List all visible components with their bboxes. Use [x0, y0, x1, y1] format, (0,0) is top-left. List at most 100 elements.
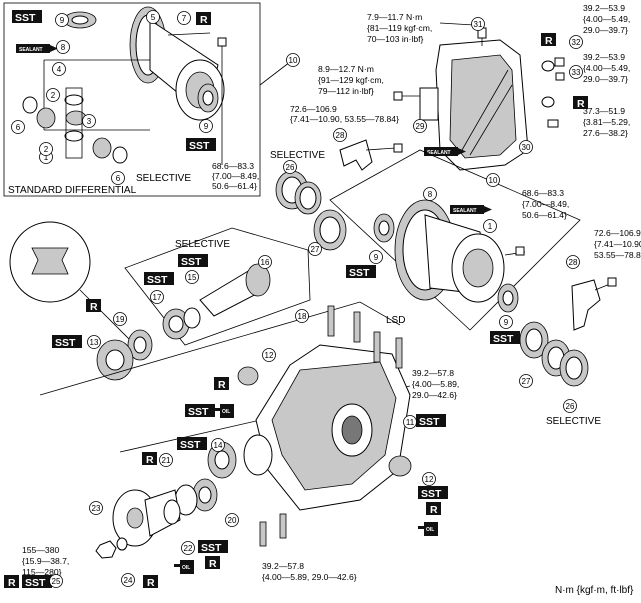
torque-29: 8.9—12.7 N·m {91—129 kgf·cm, 79—112 in·l… — [318, 64, 384, 96]
seal-sst-badge-top: SST — [185, 404, 215, 418]
svg-text:72.6—106.9: 72.6—106.9 — [290, 104, 337, 114]
callout-number: 8 — [61, 43, 66, 52]
sealant-tube-std: SEALANT — [16, 44, 58, 53]
svg-text:{91—129 kgf·cm,: {91—129 kgf·cm, — [318, 75, 384, 85]
svg-text:37.3—51.9: 37.3—51.9 — [583, 106, 625, 116]
callout-number: 21 — [162, 456, 171, 465]
svg-text:39.2—57.8: 39.2—57.8 — [412, 368, 454, 378]
torque-32: 39.2—53.9 {4.00—5.49, 29.0—39.7} — [583, 3, 630, 35]
callout-number: 26 — [566, 402, 575, 411]
svg-text:29.0—39.7}: 29.0—39.7} — [583, 25, 628, 35]
callout-number: 5 — [151, 13, 156, 22]
callout-1: 1 — [483, 219, 497, 233]
svg-text:OIL: OIL — [182, 565, 190, 571]
callout-number: 26 — [286, 163, 295, 172]
svg-text:SST: SST — [188, 406, 209, 418]
callout-33: 33 — [569, 65, 583, 79]
callout-12: 12 — [422, 472, 436, 486]
oil-seal-12-right — [388, 455, 412, 477]
bearing-cap-28b — [571, 277, 617, 331]
callout-number: 33 — [572, 68, 581, 77]
svg-text:115—280}: 115—280} — [22, 567, 62, 577]
callout-number: 19 — [116, 315, 125, 324]
svg-text:27.6—38.2}: 27.6—38.2} — [583, 128, 628, 138]
bearing-cap-28a — [339, 139, 403, 171]
svg-text:68.6—83.3: 68.6—83.3 — [212, 161, 254, 171]
svg-text:SST: SST — [201, 542, 222, 554]
mount-bracket-29 — [393, 87, 439, 121]
lsd-bolt-1 — [504, 246, 526, 256]
callout-number: 27 — [311, 245, 320, 254]
callout-number: 1 — [488, 222, 493, 231]
callout-22: 22 — [181, 541, 195, 555]
shim-26-right — [541, 339, 589, 387]
callout-number: 16 — [261, 258, 270, 267]
callout-number: 13 — [90, 338, 99, 347]
std-r-badge-top: R — [196, 12, 211, 26]
differential-carrier-11 — [243, 344, 411, 511]
cover-r-badge-2: R — [573, 96, 588, 110]
callout-9: 9 — [55, 13, 69, 27]
callout-number: 7 — [182, 14, 187, 23]
standard-differential-heading: STANDARD DIFFERENTIAL — [8, 185, 137, 196]
svg-text:70—103 in·lbf}: 70—103 in·lbf} — [367, 34, 424, 44]
left-r-badge: R — [86, 299, 101, 313]
drive-pinion-16 — [199, 263, 271, 317]
r-badge-25: R — [4, 575, 19, 589]
callout-number: 9 — [504, 318, 509, 327]
callout-number: 20 — [228, 516, 237, 525]
callout-number: 6 — [116, 174, 121, 183]
bearing-9-right — [197, 83, 219, 113]
callout-28: 28 — [566, 255, 580, 269]
std-internal-parts — [22, 59, 150, 164]
svg-text:SEALANT: SEALANT — [453, 208, 477, 214]
svg-text:SST: SST — [15, 12, 36, 24]
callout-28: 28 — [333, 128, 347, 142]
callout-number: 12 — [425, 475, 434, 484]
callout-13: 13 — [87, 335, 101, 349]
svg-text:SST: SST — [419, 416, 440, 428]
callout-number: 15 — [188, 273, 197, 282]
callout-9: 9 — [369, 250, 383, 264]
std-selective-label: SELECTIVE — [136, 173, 191, 184]
svg-text:{81—119 kgf·cm,: {81—119 kgf·cm, — [367, 23, 432, 33]
lsd-sst-badge-right: SST — [490, 331, 520, 345]
sealant-tube-cover: SEALANT — [424, 147, 466, 156]
callout-6: 6 — [11, 120, 25, 134]
callout-23: 23 — [89, 501, 103, 515]
shim-26-top — [275, 170, 322, 215]
callout-number: 14 — [214, 441, 223, 450]
torque-28b: 72.6—106.9 {7.41—10.90, 53.55—78.84} — [594, 228, 641, 260]
callout-11: 11 — [403, 415, 417, 429]
callout-26: 26 — [563, 399, 577, 413]
cover-r-badge-1: R — [541, 33, 556, 47]
svg-text:{4.00—5.89, 29.0—42.6}: {4.00—5.89, 29.0—42.6} — [262, 572, 357, 582]
washer-24 — [116, 537, 128, 551]
callout-32: 32 — [569, 35, 583, 49]
svg-text:39.2—57.8: 39.2—57.8 — [262, 561, 304, 571]
selective-label-top: SELECTIVE — [270, 150, 325, 161]
callout-30: 30 — [519, 140, 533, 154]
callout-27: 27 — [308, 242, 322, 256]
seal-19 — [127, 329, 153, 361]
std-sst-badge-top: SST — [12, 10, 42, 24]
torque-11: 39.2—57.8 {4.00—5.89, 29.0—42.6} — [412, 368, 459, 400]
oil-seal-12-top — [237, 366, 259, 386]
callout-number: 10 — [489, 176, 498, 185]
callout-2: 2 — [46, 88, 60, 102]
svg-text:{15.9—38.7,: {15.9—38.7, — [22, 556, 69, 566]
callout-number: 9 — [204, 122, 209, 131]
svg-text:SEALANT: SEALANT — [427, 150, 451, 156]
callout-2: 2 — [39, 142, 53, 156]
callout-14: 14 — [211, 438, 225, 452]
selective-label-right: SELECTIVE — [546, 416, 601, 427]
svg-text:155—380: 155—380 — [22, 545, 59, 555]
svg-text:72.6—106.9: 72.6—106.9 — [594, 228, 641, 238]
svg-text:{7.41—10.90,: {7.41—10.90, — [594, 239, 641, 249]
torque-31: 7.9—11.7 N·m {81—119 kgf·cm, 70—103 in·l… — [367, 12, 475, 44]
torque-1-lsd: 68.6—83.3 {7.00—8.49, 50.6—61.4} — [522, 188, 569, 220]
svg-text:8.9—12.7 N·m: 8.9—12.7 N·m — [318, 64, 374, 74]
washer-22 — [163, 499, 181, 525]
